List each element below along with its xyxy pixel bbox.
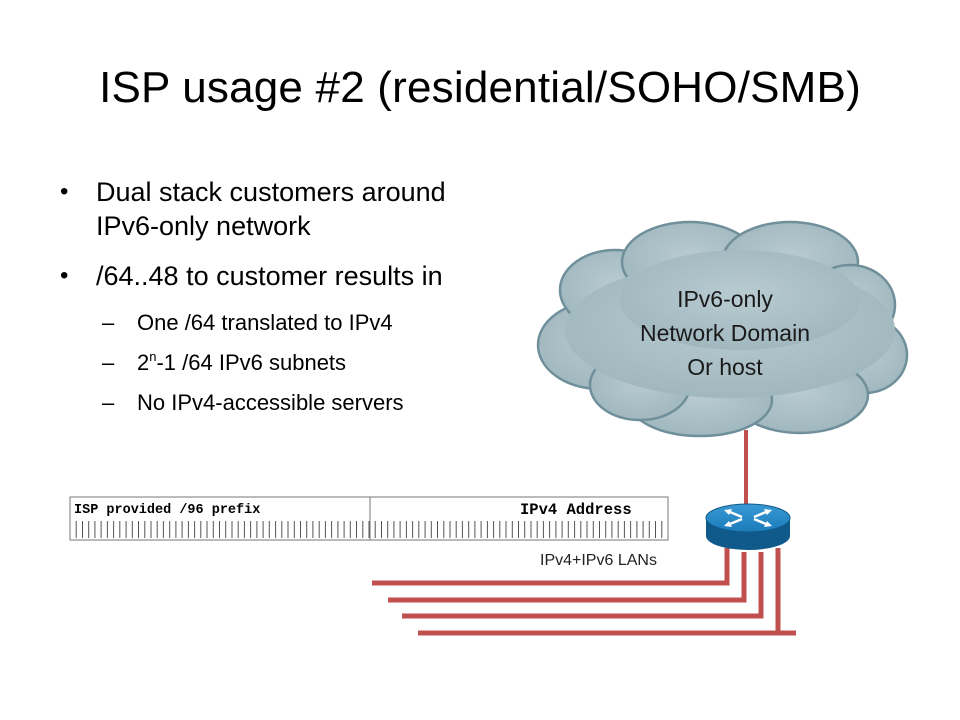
router-icon xyxy=(705,503,791,550)
bullet-item-dual-stack: • Dual stack customers around IPv6-only … xyxy=(60,175,560,243)
lan-links xyxy=(372,548,796,636)
cloud-label: IPv6-only Network Domain Or host xyxy=(590,282,860,384)
dash-icon: – xyxy=(102,390,115,415)
bullet-text: /64..48 to customer results in xyxy=(96,261,443,291)
sub-item-base: 2 xyxy=(137,350,150,375)
bullet-text-line2: IPv6-only network xyxy=(96,211,311,241)
slide-title: ISP usage #2 (residential/SOHO/SMB) xyxy=(99,63,861,112)
sub-item-superscript: n xyxy=(149,349,157,364)
bullet-text-line1: Dual stack customers around xyxy=(96,177,446,207)
sub-item-translated: – One /64 translated to IPv4 xyxy=(60,309,560,337)
sub-item-subnets: – 2n-1 /64 IPv6 subnets xyxy=(60,349,560,377)
address-ipv4-label: IPv4 Address xyxy=(520,501,632,519)
dash-icon: – xyxy=(102,350,115,375)
address-prefix-label: ISP provided /96 prefix xyxy=(74,503,261,518)
bullet-dot-icon: • xyxy=(60,262,69,289)
cloud-label-line3: Or host xyxy=(687,354,763,380)
sub-item-servers: – No IPv4-accessible servers xyxy=(60,389,560,417)
bullet-dot-icon: • xyxy=(60,178,69,205)
cloud-shape xyxy=(536,220,909,438)
lans-label: IPv4+IPv6 LANs xyxy=(540,552,657,569)
sub-item-text: No IPv4-accessible servers xyxy=(137,390,404,415)
lan-link-1 xyxy=(372,548,730,586)
lan-link-2 xyxy=(388,552,747,603)
sub-item-text: -1 /64 IPv6 subnets xyxy=(156,350,347,375)
address-bit-diagram xyxy=(69,496,669,541)
bullet-list: • Dual stack customers around IPv6-only … xyxy=(60,175,560,429)
sub-item-text: One /64 translated to IPv4 xyxy=(137,310,393,335)
cloud-label-line2: Network Domain xyxy=(640,320,810,346)
dash-icon: – xyxy=(102,310,115,335)
cloud-label-line1: IPv6-only xyxy=(677,286,773,312)
lan-link-3 xyxy=(402,552,764,619)
bullet-item-prefix: • /64..48 to customer results in xyxy=(60,259,560,293)
